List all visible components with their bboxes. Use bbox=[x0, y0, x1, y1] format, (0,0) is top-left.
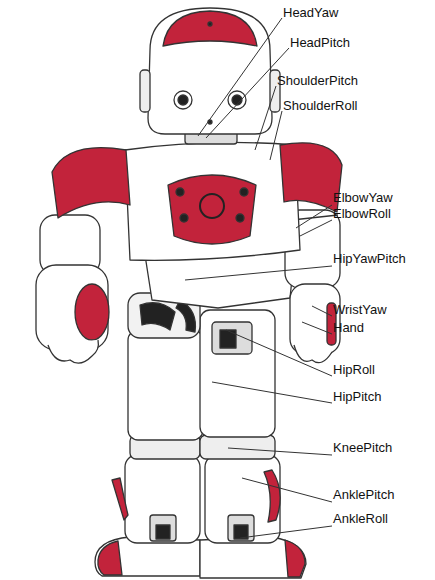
joint-label: ShoulderPitch bbox=[277, 73, 358, 88]
joint-label: Hand bbox=[333, 320, 364, 335]
leader-line bbox=[226, 330, 332, 376]
leader-line bbox=[300, 220, 332, 236]
left-shoulder bbox=[52, 148, 130, 218]
joint-label: HipPitch bbox=[333, 389, 381, 404]
right-shoulder bbox=[280, 143, 342, 212]
right-knee bbox=[200, 435, 275, 459]
leader-line bbox=[242, 478, 332, 502]
left-shin bbox=[125, 455, 200, 543]
chest-dot bbox=[180, 214, 188, 222]
calf-stripe bbox=[264, 470, 280, 522]
leader-line bbox=[228, 448, 332, 455]
leader-line bbox=[302, 322, 332, 334]
eye bbox=[228, 91, 246, 109]
leader-line bbox=[185, 266, 332, 280]
leader-line bbox=[212, 382, 332, 403]
right-thigh bbox=[200, 310, 275, 437]
leader-line bbox=[312, 306, 332, 316]
eye bbox=[174, 91, 192, 109]
joint-label: ShoulderRoll bbox=[283, 98, 357, 113]
left-forearm bbox=[36, 265, 108, 350]
joint-label: HipYawPitch bbox=[333, 251, 406, 266]
leader-line bbox=[240, 526, 332, 538]
chest-dot bbox=[236, 214, 244, 222]
ear bbox=[140, 70, 150, 112]
chest-dot bbox=[240, 188, 248, 196]
hip-motor-core bbox=[220, 330, 236, 348]
joint-label: HeadYaw bbox=[283, 5, 338, 20]
right-toe bbox=[285, 540, 305, 577]
leader-line bbox=[255, 86, 276, 150]
right-hand bbox=[290, 284, 340, 354]
hip-detail bbox=[140, 303, 175, 330]
right-fingers bbox=[294, 345, 332, 363]
pupil bbox=[178, 95, 188, 105]
head-cap bbox=[163, 11, 257, 46]
torso bbox=[125, 142, 300, 260]
leader-line bbox=[198, 18, 282, 136]
head bbox=[148, 8, 272, 134]
joint-label: HeadPitch bbox=[290, 35, 350, 50]
right-shin bbox=[205, 455, 280, 543]
hip-motor bbox=[212, 322, 252, 354]
joint-label: WristYaw bbox=[333, 302, 387, 317]
joint-label: KneePitch bbox=[333, 440, 392, 455]
joint-label: ElbowRoll bbox=[333, 206, 391, 221]
leader-line bbox=[296, 205, 332, 228]
ankle-motor bbox=[156, 525, 170, 539]
chest-plate bbox=[168, 175, 256, 244]
head-sensor bbox=[208, 22, 212, 26]
chest-dot bbox=[176, 188, 184, 196]
ankle-joint bbox=[150, 515, 176, 541]
joint-label: AnklePitch bbox=[333, 487, 394, 502]
joint-label: ElbowYaw bbox=[333, 190, 393, 205]
leader-line bbox=[270, 111, 282, 160]
calf-stripe bbox=[112, 478, 128, 520]
hand-pad bbox=[75, 284, 109, 340]
joint-label: HipRoll bbox=[333, 362, 375, 377]
left-fingers bbox=[48, 340, 98, 363]
chest-button bbox=[200, 194, 224, 218]
joint-label: AnkleRoll bbox=[333, 511, 388, 526]
leader-line bbox=[206, 48, 289, 138]
left-thigh bbox=[128, 330, 203, 440]
left-toe bbox=[98, 541, 122, 575]
